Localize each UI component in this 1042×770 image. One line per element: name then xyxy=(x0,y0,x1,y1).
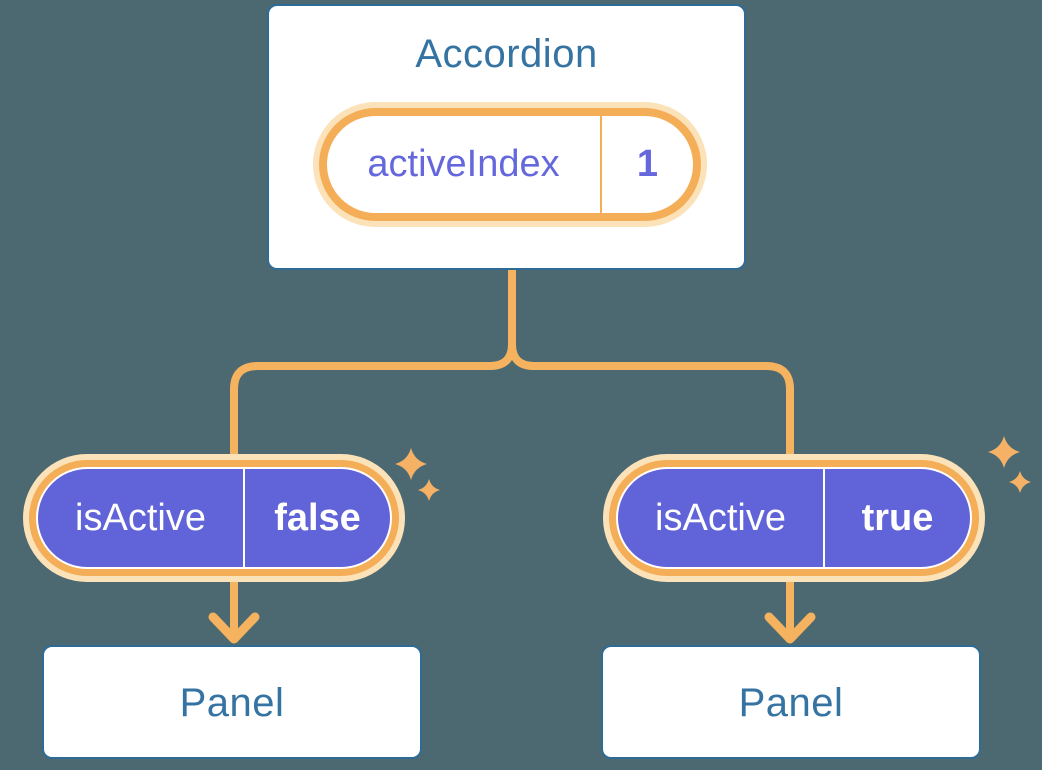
panel-card-left: Panel xyxy=(42,645,422,759)
prop-pill-left: isActive false xyxy=(23,454,405,582)
prop-label-right: isActive xyxy=(655,496,786,539)
state-label: activeIndex xyxy=(367,143,560,185)
panel-title-left: Panel xyxy=(179,681,285,725)
sparkle-icon xyxy=(395,448,427,480)
prop-value-left: false xyxy=(274,496,361,539)
sparkle-icon xyxy=(1009,471,1031,493)
state-value: 1 xyxy=(636,143,659,185)
pill-divider xyxy=(243,469,245,567)
prop-pill-body: isActive true xyxy=(618,469,970,567)
accordion-title: Accordion xyxy=(415,32,598,76)
arrowhead-left-icon xyxy=(208,612,260,644)
arrowhead-right-icon xyxy=(764,612,816,644)
prop-pill-ring: isActive true xyxy=(609,460,979,576)
pill-divider xyxy=(823,469,825,567)
panel-card-right: Panel xyxy=(601,645,981,759)
state-pill: activeIndex 1 xyxy=(313,102,707,227)
panel-title-right: Panel xyxy=(738,681,844,725)
sparkle-icon xyxy=(988,436,1020,468)
prop-label-left: isActive xyxy=(75,496,206,539)
pill-divider xyxy=(600,116,602,213)
prop-pill-right: isActive true xyxy=(603,454,985,582)
state-pill-ring: activeIndex 1 xyxy=(319,108,701,221)
sparkle-icon xyxy=(418,479,440,501)
prop-pill-body: isActive false xyxy=(38,469,390,567)
prop-pill-ring: isActive false xyxy=(29,460,399,576)
prop-value-right: true xyxy=(861,496,934,539)
connector-right-branch xyxy=(508,266,794,637)
